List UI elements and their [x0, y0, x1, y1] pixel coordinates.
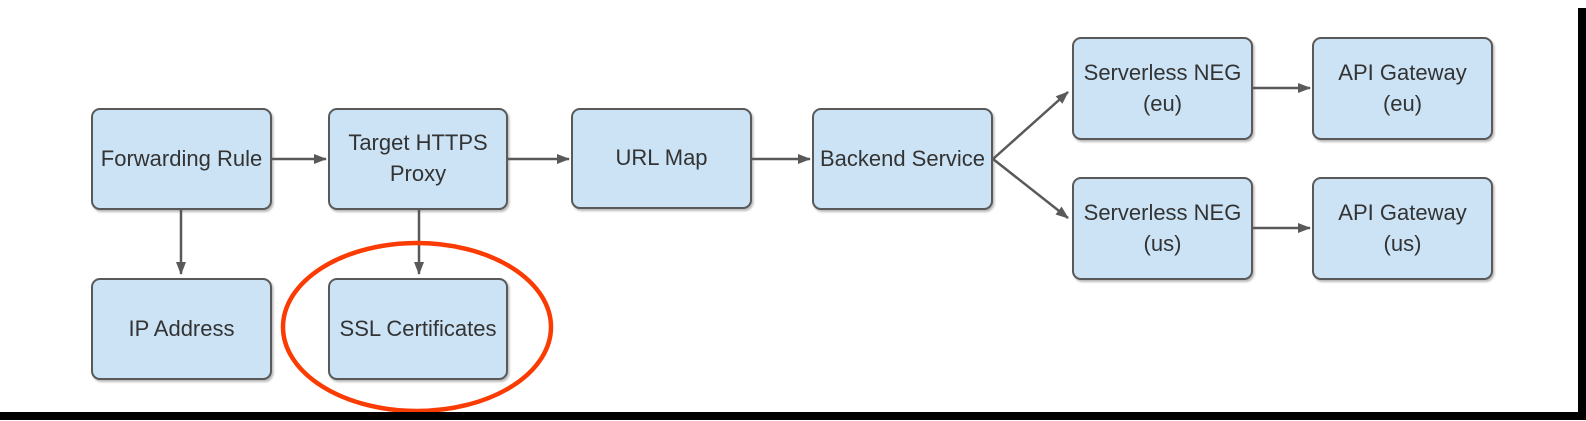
node-label: URL Map	[615, 145, 708, 171]
node-api-gateway-us: API Gateway (us)	[1312, 177, 1493, 280]
node-label-line2: Proxy	[389, 161, 447, 186]
node-forwarding-rule: Forwarding Rule	[91, 108, 272, 210]
node-label-line2: (us)	[1143, 230, 1182, 256]
arrow-backend-service-to-serverless-neg-eu	[992, 91, 1069, 160]
node-label-line2: (us)	[1383, 230, 1422, 256]
node-label: API Gateway	[1338, 199, 1467, 225]
node-label-line2: (eu)	[1382, 90, 1423, 116]
arrow-backend-service-to-serverless-neg-us	[992, 158, 1069, 219]
node-target-https-proxy: Target HTTPS Proxy	[328, 108, 508, 210]
window-edge-right	[1578, 8, 1586, 412]
node-url-map: URL Map	[571, 108, 752, 209]
node-label: Forwarding Rule	[100, 145, 263, 171]
node-label: Target HTTPS	[348, 130, 488, 156]
node-ssl-certificates: SSL Certificates	[328, 278, 508, 380]
node-label: IP Address	[128, 315, 235, 341]
node-label: Serverless NEG	[1083, 59, 1242, 85]
node-label: SSL Certificates	[339, 315, 497, 341]
node-label: Backend Service	[819, 145, 986, 171]
window-edge-bottom	[0, 412, 1586, 420]
node-serverless-neg-eu: Serverless NEG (eu)	[1072, 37, 1253, 140]
node-api-gateway-eu: API Gateway (eu)	[1312, 37, 1493, 140]
node-label: API Gateway	[1338, 59, 1467, 85]
node-backend-service: Backend Service	[812, 108, 993, 210]
node-serverless-neg-us: Serverless NEG (us)	[1072, 177, 1253, 280]
node-label-line2: (eu)	[1142, 90, 1183, 116]
node-ip-address: IP Address	[91, 278, 272, 380]
node-label: Serverless NEG	[1083, 199, 1242, 225]
